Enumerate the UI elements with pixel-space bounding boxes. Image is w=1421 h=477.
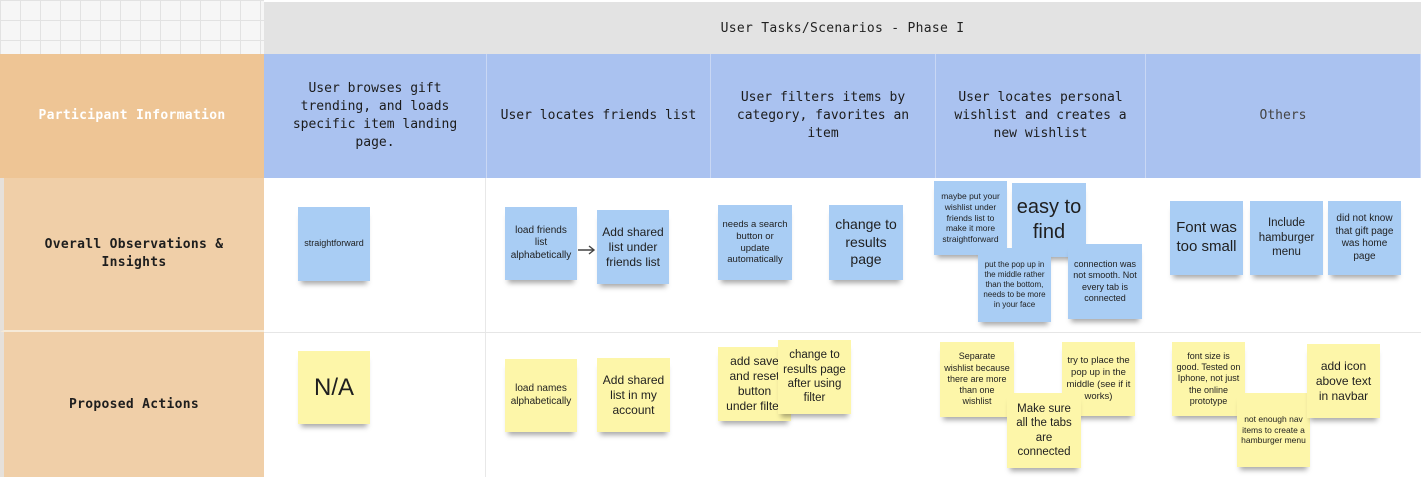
- row-divider: [264, 332, 1421, 333]
- sticky-note[interactable]: change to results page: [829, 205, 903, 280]
- sticky-note[interactable]: connection was not smooth. Not every tab…: [1068, 244, 1142, 319]
- sticky-note[interactable]: Font was too small: [1170, 201, 1243, 275]
- column-header-others: Others: [1146, 54, 1421, 178]
- sticky-note[interactable]: load friends list alphabetically: [505, 207, 577, 280]
- sticky-note[interactable]: Add shared list under friends list: [597, 210, 669, 284]
- row-label-participant: Participant Information: [0, 54, 264, 178]
- sticky-note[interactable]: change to results page after using filte…: [778, 340, 851, 414]
- sticky-note[interactable]: needs a search button or update automati…: [718, 205, 792, 280]
- phase-title: User Tasks/Scenarios - Phase I: [264, 2, 1421, 54]
- sticky-note[interactable]: easy to find: [1012, 183, 1086, 257]
- sticky-note[interactable]: maybe put your wishlist under friends li…: [934, 181, 1007, 255]
- sticky-note[interactable]: Make sure all the tabs are connected: [1007, 393, 1081, 468]
- grid-corner: [0, 0, 264, 54]
- column-header-task-2: User locates friends list: [487, 54, 711, 178]
- sticky-note[interactable]: put the pop up in the middle rather than…: [978, 248, 1051, 322]
- sticky-note[interactable]: N/A: [298, 351, 370, 424]
- arrow-icon: [578, 245, 596, 255]
- sticky-note[interactable]: add icon above text in navbar: [1307, 344, 1380, 418]
- row-label-actions: Proposed Actions: [0, 332, 264, 477]
- sticky-note[interactable]: font size is good. Tested on Iphone, not…: [1172, 342, 1245, 416]
- sticky-note[interactable]: not enough nav items to create a hamburg…: [1237, 393, 1310, 467]
- sticky-note[interactable]: straightforward: [298, 207, 370, 281]
- row-label-observations: Overall Observations & Insights: [0, 178, 264, 332]
- sticky-note[interactable]: did not know that gift page was home pag…: [1328, 201, 1401, 275]
- column-header-task-1: User browses gift trending, and loads sp…: [264, 54, 487, 178]
- sticky-note[interactable]: Add shared list in my account: [597, 358, 670, 432]
- sticky-note[interactable]: load names alphabetically: [505, 359, 577, 432]
- sticky-note[interactable]: Separate wishlist because there are more…: [940, 342, 1014, 417]
- column-header-task-3: User filters items by category, favorite…: [711, 54, 936, 178]
- sticky-note[interactable]: Include hamburger menu: [1250, 201, 1323, 275]
- column-header-task-4: User locates personal wishlist and creat…: [936, 54, 1146, 178]
